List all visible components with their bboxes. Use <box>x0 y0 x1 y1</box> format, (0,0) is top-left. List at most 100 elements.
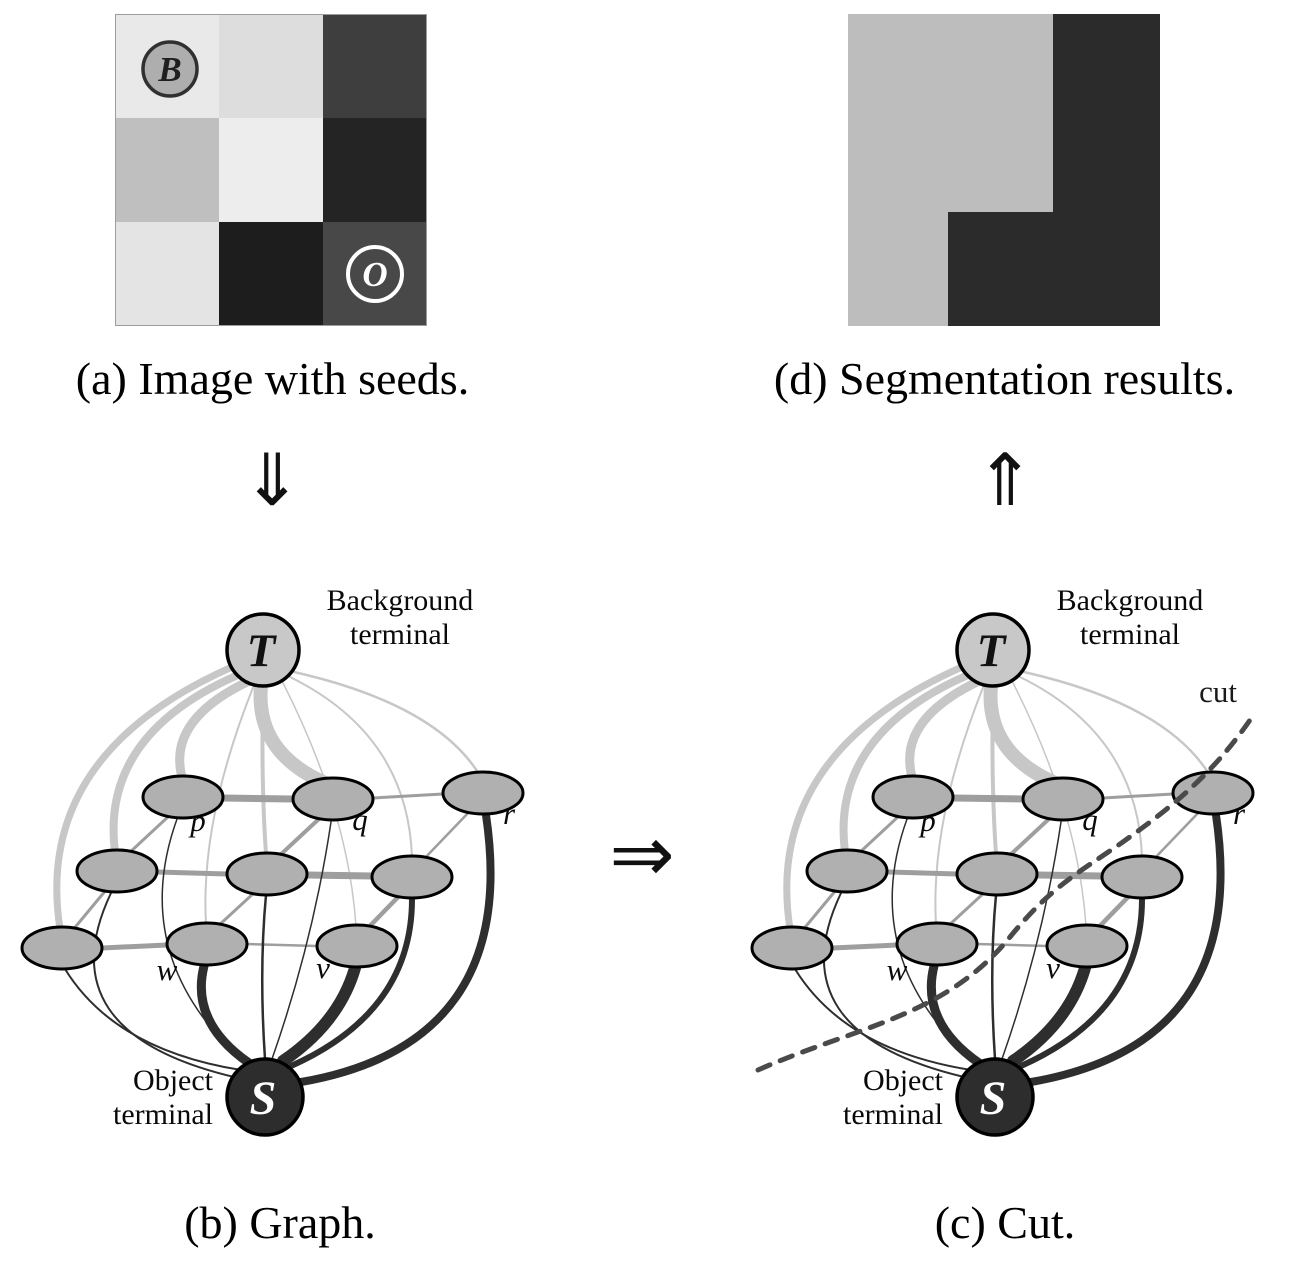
n-link <box>1151 809 1202 862</box>
t-link <box>175 676 254 782</box>
n-link <box>945 890 987 929</box>
t-link <box>905 676 984 782</box>
pixel-node-w <box>895 921 979 967</box>
s-link <box>1007 962 1091 1067</box>
background-terminal-caption: terminal <box>350 618 450 651</box>
node-label-p: p <box>188 803 206 838</box>
s-link <box>277 962 361 1067</box>
n-link <box>856 813 902 856</box>
background-seed-label: B <box>157 50 181 89</box>
n-link <box>1006 815 1053 859</box>
image-cell <box>115 118 219 222</box>
background-terminal-letter: T <box>977 625 1008 677</box>
pixel-node-v <box>315 923 399 969</box>
object-seed-circle <box>346 245 404 303</box>
caption-panel-a: (a) Image with seeds. <box>75 353 470 404</box>
image-cell <box>323 222 427 326</box>
t-links-object <box>64 811 495 1086</box>
n-link <box>1094 892 1133 932</box>
object-terminal-node <box>955 1057 1035 1137</box>
image-border <box>115 14 427 326</box>
t-link <box>53 663 236 933</box>
t-links-background <box>53 663 481 933</box>
s-link <box>93 892 235 1078</box>
s-link <box>196 961 254 1068</box>
graph-figure: T S Background terminal Object terminal … <box>20 584 525 1137</box>
arrow-up-icon: ⇑ <box>974 438 1036 522</box>
t-link <box>1022 670 1211 776</box>
caption-panel-c: (c) Cut. <box>934 1197 1076 1248</box>
pixel-node-w <box>165 921 249 967</box>
n-link <box>276 815 323 859</box>
image-cell <box>115 222 219 326</box>
object-seed-label: O <box>362 255 387 294</box>
pixel-node-p <box>141 774 225 820</box>
n-link <box>99 942 170 951</box>
t-link <box>260 684 268 856</box>
cut-overlay: cut <box>755 674 1253 1073</box>
arrow-down-icon: ⇓ <box>241 438 303 522</box>
t-link <box>839 671 972 856</box>
panel-image-with-seeds: B O <box>115 14 427 326</box>
background-terminal-caption: Background <box>327 584 474 617</box>
image-cell <box>219 222 323 326</box>
node-label-q: q <box>352 802 368 837</box>
pixel-node <box>20 925 104 971</box>
t-link <box>783 663 966 933</box>
s-link <box>990 893 998 1061</box>
graph-figure: T S Background terminal Object terminal … <box>750 584 1255 1137</box>
t-link <box>934 684 985 925</box>
image-cell <box>219 14 323 118</box>
image-cell <box>323 118 427 222</box>
segmentation-object-region <box>948 14 1160 326</box>
pixel-node <box>75 848 159 894</box>
t-link <box>253 679 332 790</box>
n-link <box>219 794 297 803</box>
object-terminal-caption: Object <box>863 1064 944 1097</box>
n-link <box>975 942 1049 948</box>
t-link <box>983 679 1062 790</box>
object-terminal-node <box>225 1057 305 1137</box>
node-label-w: w <box>157 952 178 987</box>
pixel-node <box>225 851 309 897</box>
node-label-r: r <box>503 796 516 831</box>
panel-segmentation-results <box>848 14 1160 326</box>
object-terminal-letter: S <box>250 1072 277 1125</box>
image-cell <box>219 118 323 222</box>
background-seed-circle <box>141 40 199 98</box>
n-links <box>800 792 1202 951</box>
pixel-node <box>955 851 1039 897</box>
n-link <box>1033 871 1106 880</box>
graph-panel-b: T S Background terminal Object terminal … <box>15 572 575 1197</box>
background-terminal-caption: Background <box>1057 584 1204 617</box>
cut-dashed-line <box>755 717 1253 1073</box>
s-link <box>260 893 268 1061</box>
s-link <box>1027 811 1225 1086</box>
object-terminal-letter: S <box>980 1072 1007 1125</box>
s-link <box>794 968 972 1071</box>
n-link <box>70 888 108 933</box>
pixel-node-p <box>871 774 955 820</box>
n-links <box>70 792 472 951</box>
n-link <box>829 942 900 951</box>
background-terminal-letter: T <box>247 625 278 677</box>
node-label-r: r <box>1233 796 1246 831</box>
s-link <box>1018 896 1145 1069</box>
n-link <box>303 871 376 880</box>
n-link <box>126 813 172 856</box>
node-label-q: q <box>1082 802 1098 837</box>
t-link <box>289 676 413 859</box>
pixel-node <box>750 925 834 971</box>
object-terminal-caption: Object <box>133 1064 214 1097</box>
n-link <box>421 809 472 862</box>
pixel-node-q <box>1021 776 1105 822</box>
caption-panel-b: (b) Graph. <box>184 1197 376 1248</box>
s-link <box>297 811 495 1086</box>
caption-panel-d: (d) Segmentation results. <box>773 353 1236 404</box>
pixel-node <box>805 848 889 894</box>
s-link <box>926 961 984 1068</box>
node-label-w: w <box>887 952 908 987</box>
pixel-nodes <box>750 770 1255 971</box>
s-link <box>271 821 332 1060</box>
pixel-node <box>370 854 454 900</box>
